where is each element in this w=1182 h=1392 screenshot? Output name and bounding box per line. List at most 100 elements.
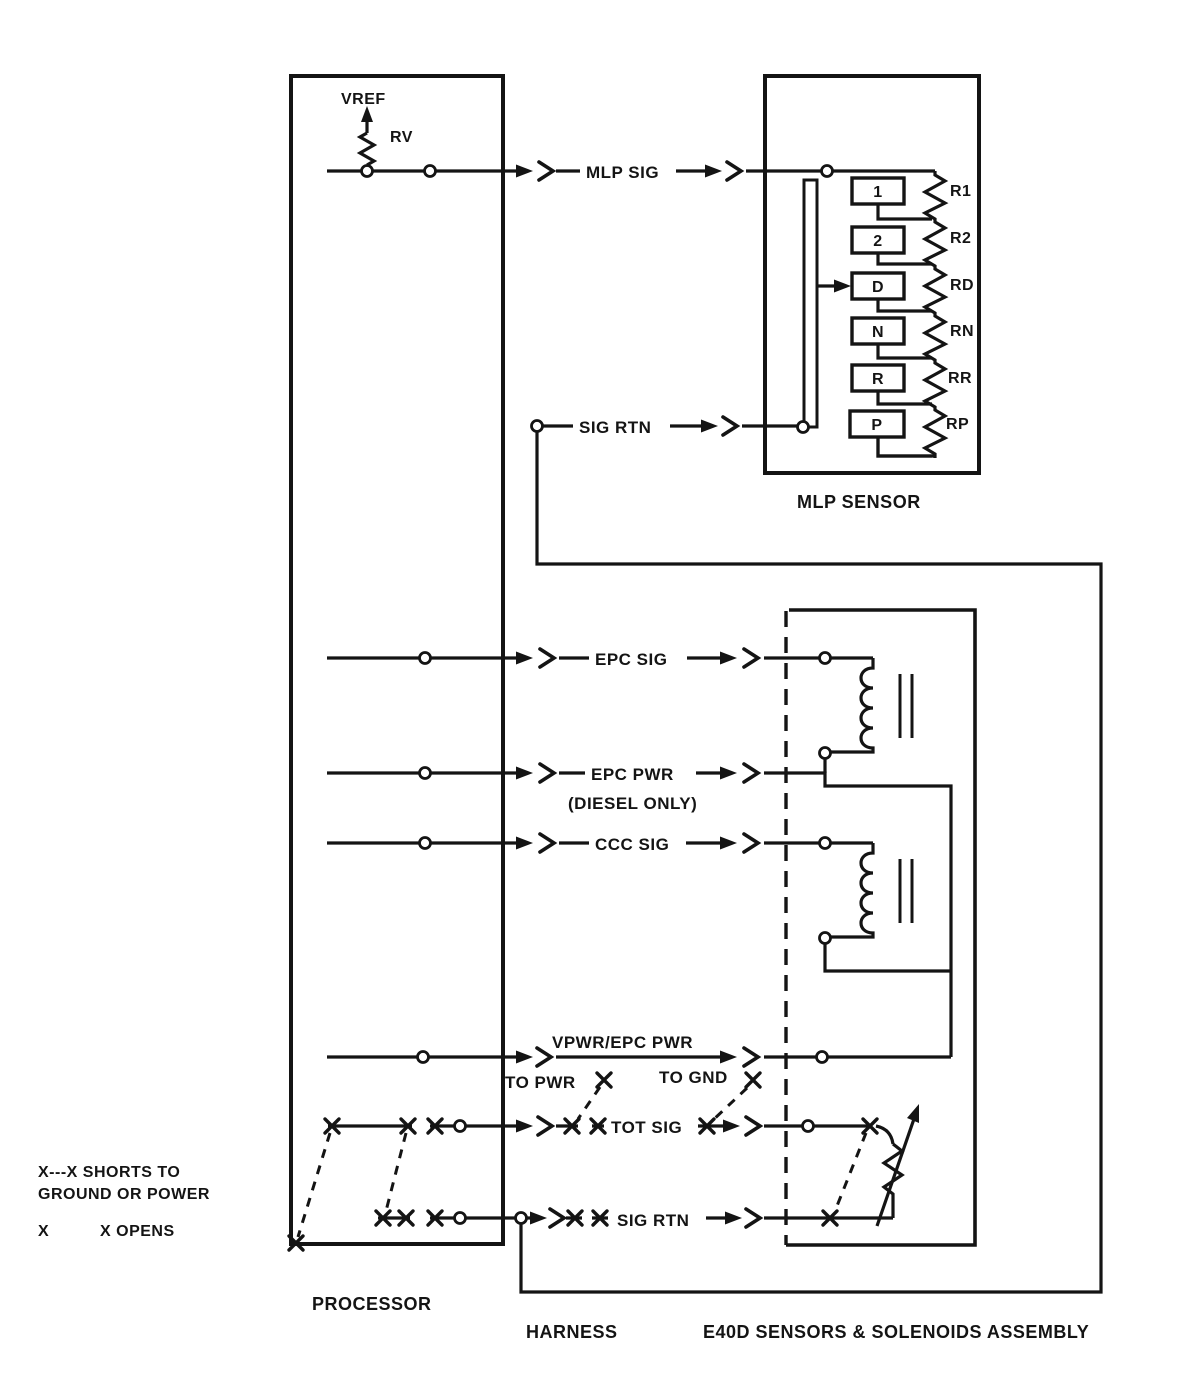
vref-up-arrowhead [361, 106, 373, 122]
connector-dot [418, 766, 432, 780]
rv-label: RV [390, 129, 413, 146]
harness-chevron [548, 1207, 566, 1229]
arrowhead [516, 1119, 533, 1133]
rv-resistor-zigzag [356, 131, 378, 167]
mlp-sig-label: MLP SIG [586, 163, 659, 182]
mlp-resistor-rd: RD [950, 277, 974, 294]
harness-chevron [537, 160, 555, 182]
mlp-contact-wire-1 [876, 204, 932, 221]
harness-chevron [744, 1207, 762, 1229]
fault-x-mark-to-gnd [744, 1071, 762, 1089]
shorts-dashed-lines [296, 1086, 868, 1238]
wire-sig-rtn-return-path [519, 431, 1103, 1294]
connector-dot [423, 164, 437, 178]
arrowhead [705, 164, 722, 178]
legend-shorts-line1: X---X SHORTS TO [38, 1164, 180, 1181]
dash-to-gnd [710, 1086, 749, 1123]
legend-shorts-line2: GROUND OR POWER [38, 1186, 210, 1203]
connector-dot [796, 420, 810, 434]
connector-dot [453, 1119, 467, 1133]
harness-chevron [725, 160, 743, 182]
text-layer: VREF RV MLP SIG SIG RTN EPC SIG EPC PWR … [38, 91, 1089, 1342]
arrowhead [720, 836, 737, 850]
harness-chevron [538, 832, 556, 854]
connector-dot [818, 651, 832, 665]
vref-label: VREF [341, 91, 386, 108]
arrowhead [530, 1211, 547, 1225]
harness-chevron [535, 1046, 553, 1068]
arrowhead [725, 1211, 742, 1225]
legend-opens-symbol: X [38, 1223, 49, 1240]
mlp-position-1: 1 [873, 184, 882, 201]
harness-chevron [742, 832, 760, 854]
arrowhead [720, 766, 737, 780]
wire-layer [289, 74, 1103, 1294]
epc-pwr-label: EPC PWR [591, 765, 674, 784]
mlp-position-2: 2 [873, 233, 882, 250]
ccc-solenoid-coil [831, 843, 875, 939]
epc-solenoid-coil [831, 658, 875, 754]
epc-solenoid-core [898, 674, 914, 738]
connector-dot [418, 836, 432, 850]
connector-dot [818, 931, 832, 945]
dash-tot-to-corner [296, 1132, 332, 1238]
harness-chevron [538, 762, 556, 784]
connector-dot [418, 651, 432, 665]
assembly-box-solid-edges [786, 608, 977, 1247]
sig-rtn-bottom-label: SIG RTN [617, 1211, 689, 1230]
dash-tot-to-sigrtn-right [833, 1132, 868, 1212]
mlp-position-p: P [871, 417, 882, 434]
connector-dot [801, 1119, 815, 1133]
connector-dot [815, 1050, 829, 1064]
harness-chevron [742, 1046, 760, 1068]
mlp-ladder-bottom-hook [876, 437, 935, 458]
mlp-wiper-arrowhead [832, 277, 853, 295]
mlp-position-n: N [872, 324, 884, 341]
connector-dot [453, 1211, 467, 1225]
ccc-sig-label: CCC SIG [595, 835, 669, 854]
harness-chevron [742, 647, 760, 669]
arrowhead [701, 419, 718, 433]
sig-rtn-top-label: SIG RTN [579, 418, 651, 437]
mlp-resistor-r1: R1 [950, 183, 971, 200]
dash-tot-to-sigrtn [384, 1132, 408, 1212]
mlp-contact-wire-r [876, 391, 932, 406]
ccc-solenoid-core [898, 859, 914, 923]
mlp-resistor-r2: R2 [950, 230, 971, 247]
to-pwr-label: TO PWR [505, 1073, 576, 1092]
mlp-sensor-title: MLP SENSOR [797, 492, 921, 512]
epc-pwr-note: (DIESEL ONLY) [568, 794, 697, 813]
connector-dot [416, 1050, 430, 1064]
mlp-position-d: D [872, 279, 884, 296]
legend-opens-label: X OPENS [100, 1223, 175, 1240]
connector-dot [514, 1211, 528, 1225]
tot-thermistor-arrowhead [907, 1104, 919, 1123]
connector-dot [818, 746, 832, 760]
harness-chevron [536, 1115, 554, 1137]
harness-chevron [742, 762, 760, 784]
mlp-sensor-box [763, 74, 981, 475]
arrowhead [720, 651, 737, 665]
dash-to-pwr [576, 1086, 602, 1120]
tot-sig-label: TOT SIG [611, 1118, 682, 1137]
tot-thermistor-arrow-shaft [875, 1115, 917, 1227]
wire-epc-pwr-right [764, 771, 953, 1057]
processor-footer-label: PROCESSOR [312, 1294, 432, 1314]
connector-dot [820, 164, 834, 178]
mlp-resistor-rp: RP [946, 416, 969, 433]
assembly-label: E40D SENSORS & SOLENOIDS ASSEMBLY [703, 1322, 1089, 1342]
mlp-wiper-bar [802, 178, 819, 429]
connector-dot [360, 164, 374, 178]
arrowhead [516, 164, 533, 178]
tot-thermistor-lead [875, 1124, 895, 1145]
mlp-resistor-ladder [921, 171, 949, 458]
harness-chevron [721, 415, 739, 437]
harness-chevron [538, 647, 556, 669]
fault-x-mark-to-pwr [595, 1071, 613, 1089]
connector-dot [530, 419, 544, 433]
ccc-coil-return-wire [823, 943, 951, 973]
arrowhead [516, 766, 533, 780]
mlp-resistor-rn: RN [950, 323, 974, 340]
